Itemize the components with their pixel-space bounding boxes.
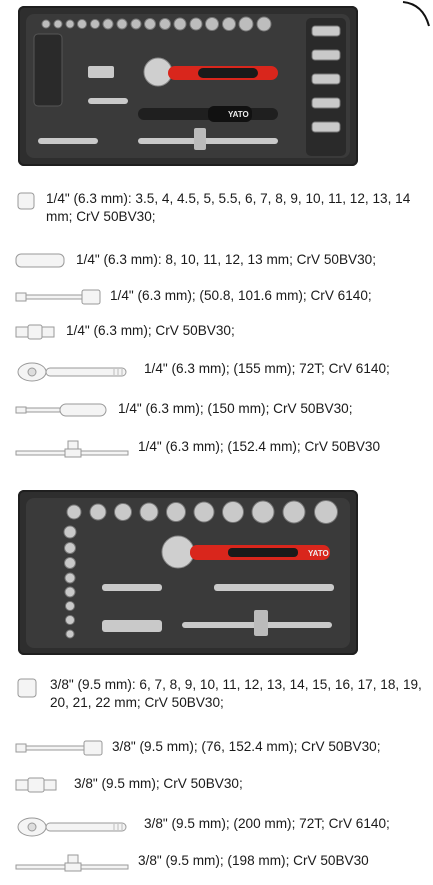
spec-row-three-eighths-universal-joint: 3/8" (9.5 mm); CrV 50BV30; — [14, 775, 429, 795]
spec-text: 1/4" (6.3 mm): 3.5, 4, 4.5, 5, 5.5, 6, 7… — [46, 191, 411, 224]
spec-text: 1/4" (6.3 mm); (152.4 mm); CrV 50BV30 — [138, 439, 381, 454]
spec-row-quarter-t-handle: 1/4" (6.3 mm); (152.4 mm); CrV 50BV30 — [14, 438, 429, 462]
spec-row-three-eighths-extension-bars: 3/8" (9.5 mm); (76, 152.4 mm); CrV 50BV3… — [14, 738, 429, 758]
three-eighths-inch-tray-image: YATO — [18, 490, 358, 655]
spec-text: 1/4" (6.3 mm); (150 mm); CrV 50BV30; — [118, 401, 353, 416]
t-handle-icon — [15, 440, 129, 458]
spec-row-three-eighths-t-handle: 3/8" (9.5 mm); (198 mm); CrV 50BV30 — [14, 852, 429, 876]
screwdriver-handle-icon — [15, 403, 107, 417]
spec-row-quarter-universal-joint: 1/4" (6.3 mm); CrV 50BV30; — [14, 322, 429, 342]
spec-row-three-eighths-ratchet: 3/8" (9.5 mm); (200 mm); 72T; CrV 6140; — [14, 815, 429, 839]
ratchet-icon — [17, 362, 127, 382]
universal-joint-icon — [15, 324, 55, 340]
spec-row-quarter-handle: 1/4" (6.3 mm); (150 mm); CrV 50BV30; — [14, 400, 429, 420]
spec-text: 1/4" (6.3 mm): 8, 10, 11, 12, 13 mm; CrV… — [76, 252, 376, 267]
spec-text: 1/4" (6.3 mm); (50.8, 101.6 mm); CrV 614… — [110, 288, 372, 303]
extension-bar-icon — [15, 289, 101, 305]
spec-row-quarter-extension-bars: 1/4" (6.3 mm); (50.8, 101.6 mm); CrV 614… — [14, 287, 429, 307]
quarter-inch-tray-image: YATO — [18, 6, 358, 166]
spec-row-quarter-short-sockets: 1/4" (6.3 mm): 3.5, 4, 4.5, 5, 5.5, 6, 7… — [14, 190, 429, 226]
spec-row-quarter-deep-sockets: 1/4" (6.3 mm): 8, 10, 11, 12, 13 mm; CrV… — [14, 251, 429, 271]
spec-text: 1/4" (6.3 mm); CrV 50BV30; — [66, 323, 235, 338]
spec-text: 3/8" (9.5 mm); (200 mm); 72T; CrV 6140; — [144, 816, 390, 831]
short-socket-icon — [17, 192, 35, 210]
deep-socket-icon — [15, 253, 65, 268]
spec-text: 3/8" (9.5 mm); CrV 50BV30; — [74, 776, 243, 791]
corner-curve-mark — [402, 1, 430, 27]
spec-row-three-eighths-sockets: 3/8" (9.5 mm): 6, 7, 8, 9, 10, 11, 12, 1… — [14, 676, 429, 712]
extension-bar-icon — [15, 740, 103, 756]
spec-text: 1/4" (6.3 mm); (155 mm); 72T; CrV 6140; — [144, 361, 390, 376]
short-socket-icon — [17, 678, 37, 698]
svg-text:YATO: YATO — [228, 110, 249, 119]
t-handle-icon — [15, 854, 129, 872]
spec-text: 3/8" (9.5 mm); (198 mm); CrV 50BV30 — [138, 853, 369, 868]
ratchet-icon — [17, 817, 127, 837]
universal-joint-icon — [15, 777, 57, 793]
spec-row-quarter-ratchet: 1/4" (6.3 mm); (155 mm); 72T; CrV 6140; — [14, 360, 429, 384]
spec-text: 3/8" (9.5 mm): 6, 7, 8, 9, 10, 11, 12, 1… — [50, 677, 422, 710]
spec-text: 3/8" (9.5 mm); (76, 152.4 mm); CrV 50BV3… — [112, 739, 381, 754]
svg-text:YATO: YATO — [308, 549, 329, 558]
